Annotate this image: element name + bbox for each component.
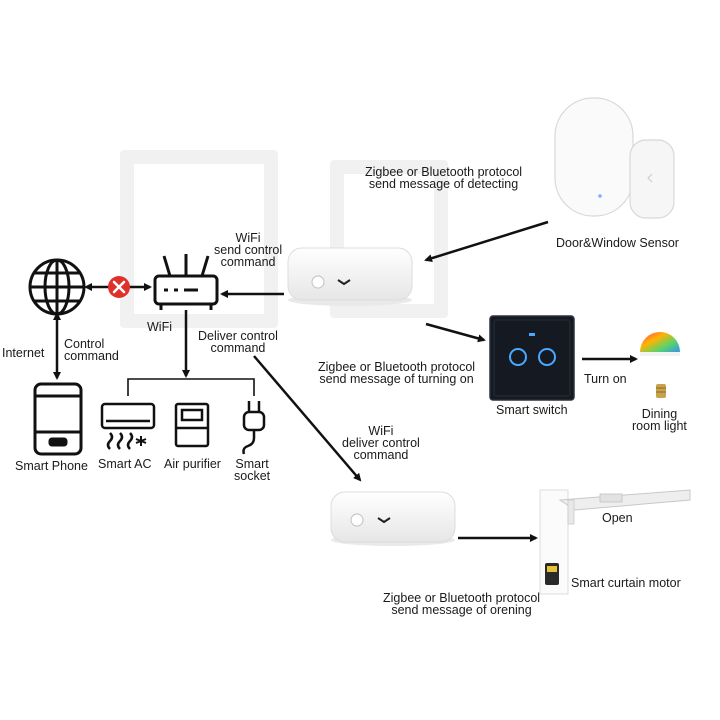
label-smart-curtain-motor: Smart curtain motor — [571, 576, 681, 590]
zigbee-hub-1 — [287, 247, 413, 306]
smartphone-icon — [33, 382, 83, 456]
x-circle-icon — [108, 276, 130, 298]
label-wifi-router: WiFi — [147, 320, 172, 334]
dining-light-bulb — [640, 332, 680, 398]
smart-curtain-motor — [539, 489, 691, 595]
hub-switch-arrow — [425, 322, 486, 343]
router-hub2-arrow — [253, 355, 362, 482]
globe-icon — [28, 258, 86, 316]
air-conditioner-icon — [100, 402, 156, 450]
zigbee-hub-2 — [330, 491, 456, 546]
label-smart-phone: Smart Phone — [15, 459, 88, 473]
label-smart-ac: Smart AC — [98, 457, 152, 471]
smart-switch-panel — [489, 315, 575, 401]
label-smart-switch: Smart switch — [496, 403, 568, 417]
router-icon — [153, 254, 219, 310]
plug-icon — [242, 401, 266, 455]
sensor-hub-arrow — [424, 220, 549, 263]
devices-bracket — [127, 378, 255, 396]
label-open: Open — [602, 511, 633, 525]
label-turn-on: Turn on — [584, 372, 627, 386]
air-purifier-icon — [174, 402, 210, 448]
label-door-window-sensor: Door&Window Sensor — [556, 236, 679, 250]
label-air-purifier: Air purifier — [164, 457, 221, 471]
door-window-sensor — [554, 97, 675, 219]
label-internet: Internet — [2, 346, 45, 360]
